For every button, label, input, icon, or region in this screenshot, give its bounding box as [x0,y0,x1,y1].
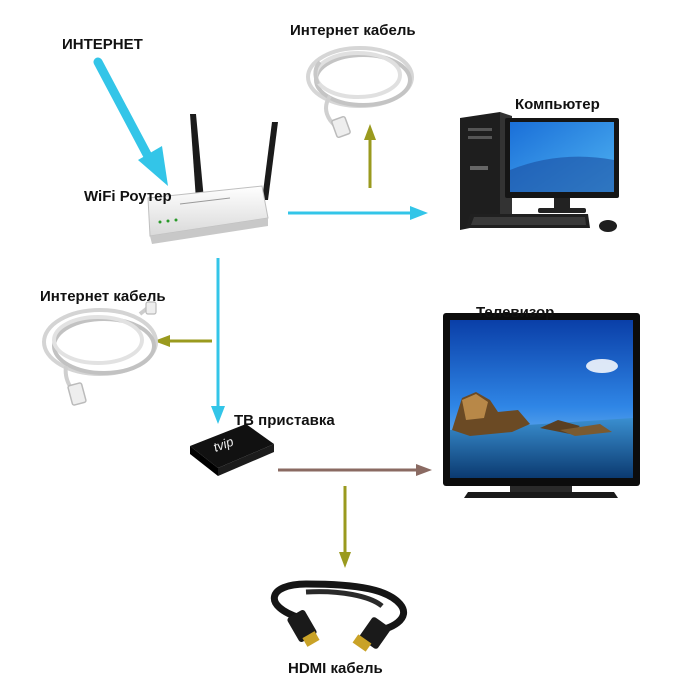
tvbox-label: ТВ приставка [234,412,335,429]
internet-label: ИНТЕРНЕТ [62,36,143,53]
router-to-computer-arrow [288,206,428,220]
hdmi-cable-image [270,580,407,652]
cable-top-image [306,46,414,139]
router-to-cable-arrow [364,124,376,188]
computer-image [460,112,619,232]
tvbox-to-hdmi-arrow [339,486,351,568]
tvbox-image: tvip [190,424,274,476]
router-label: WiFi Роутер [84,188,172,205]
cable-left-label: Интернет кабель [40,288,166,305]
tvbox-to-cable-arrow [154,335,212,347]
tvbox-to-tv-arrow [278,464,432,476]
computer-label: Компьютер [515,96,600,113]
tv-label: Телевизор [476,304,555,321]
tv-image [443,313,640,498]
hdmi-label: HDMI кабель [288,660,383,677]
tvbox-logo: tvip [211,434,235,455]
router-image [147,114,278,244]
internet-arrow [93,57,168,186]
router-to-tvbox-arrow [211,258,225,424]
cable-top-label: Интернет кабель [290,22,416,39]
cable-left-image [42,301,158,406]
